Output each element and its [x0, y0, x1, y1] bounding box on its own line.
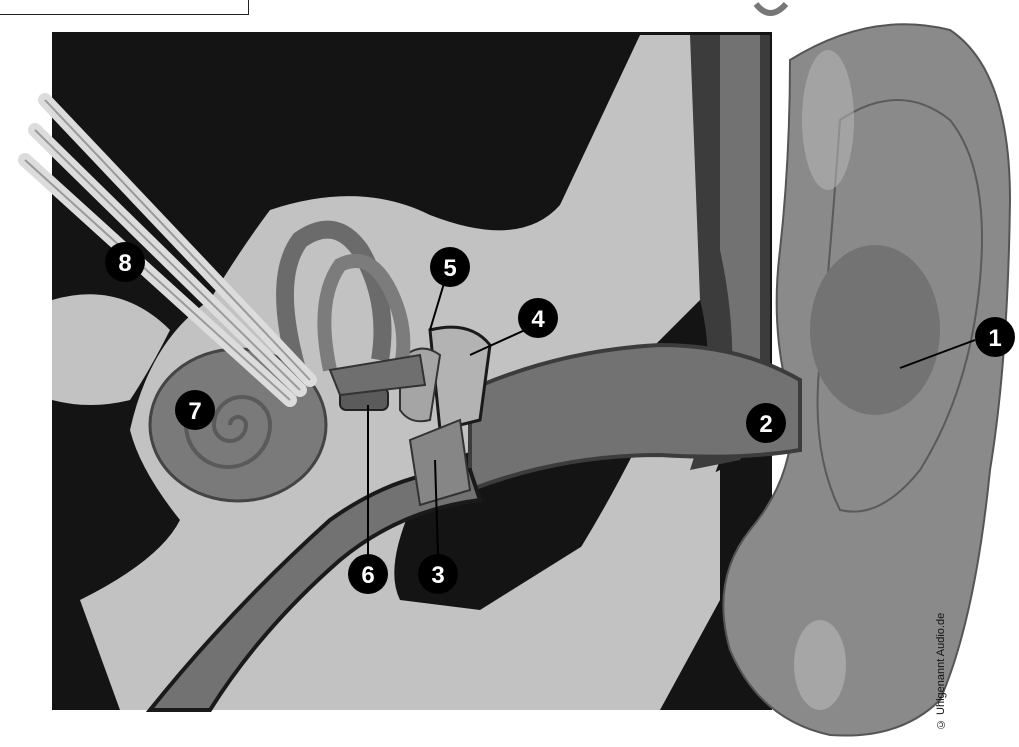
- auricle-highlight-top: [802, 50, 854, 190]
- marker-label-4: 4: [531, 306, 545, 333]
- marker-5: 5: [430, 247, 470, 287]
- marker-label-6: 6: [361, 562, 374, 589]
- eardrum: [430, 327, 490, 430]
- concha: [810, 245, 940, 415]
- top-arc-mark: [756, 4, 786, 13]
- marker-2: 2: [746, 403, 786, 443]
- marker-4: 4: [518, 298, 558, 338]
- earlobe-highlight: [794, 620, 846, 710]
- marker-8: 8: [105, 242, 145, 282]
- marker-label-8: 8: [118, 250, 131, 277]
- marker-6: 6: [348, 554, 388, 594]
- marker-label-7: 7: [188, 398, 201, 425]
- marker-label-1: 1: [988, 325, 1001, 352]
- marker-1: 1: [975, 317, 1015, 357]
- marker-3: 3: [418, 554, 458, 594]
- copyright-credit: © Uhlgenannt Audio.de: [935, 540, 949, 730]
- marker-label-3: 3: [431, 562, 444, 589]
- marker-label-5: 5: [443, 255, 456, 282]
- marker-label-2: 2: [759, 411, 772, 438]
- marker-7: 7: [175, 390, 215, 430]
